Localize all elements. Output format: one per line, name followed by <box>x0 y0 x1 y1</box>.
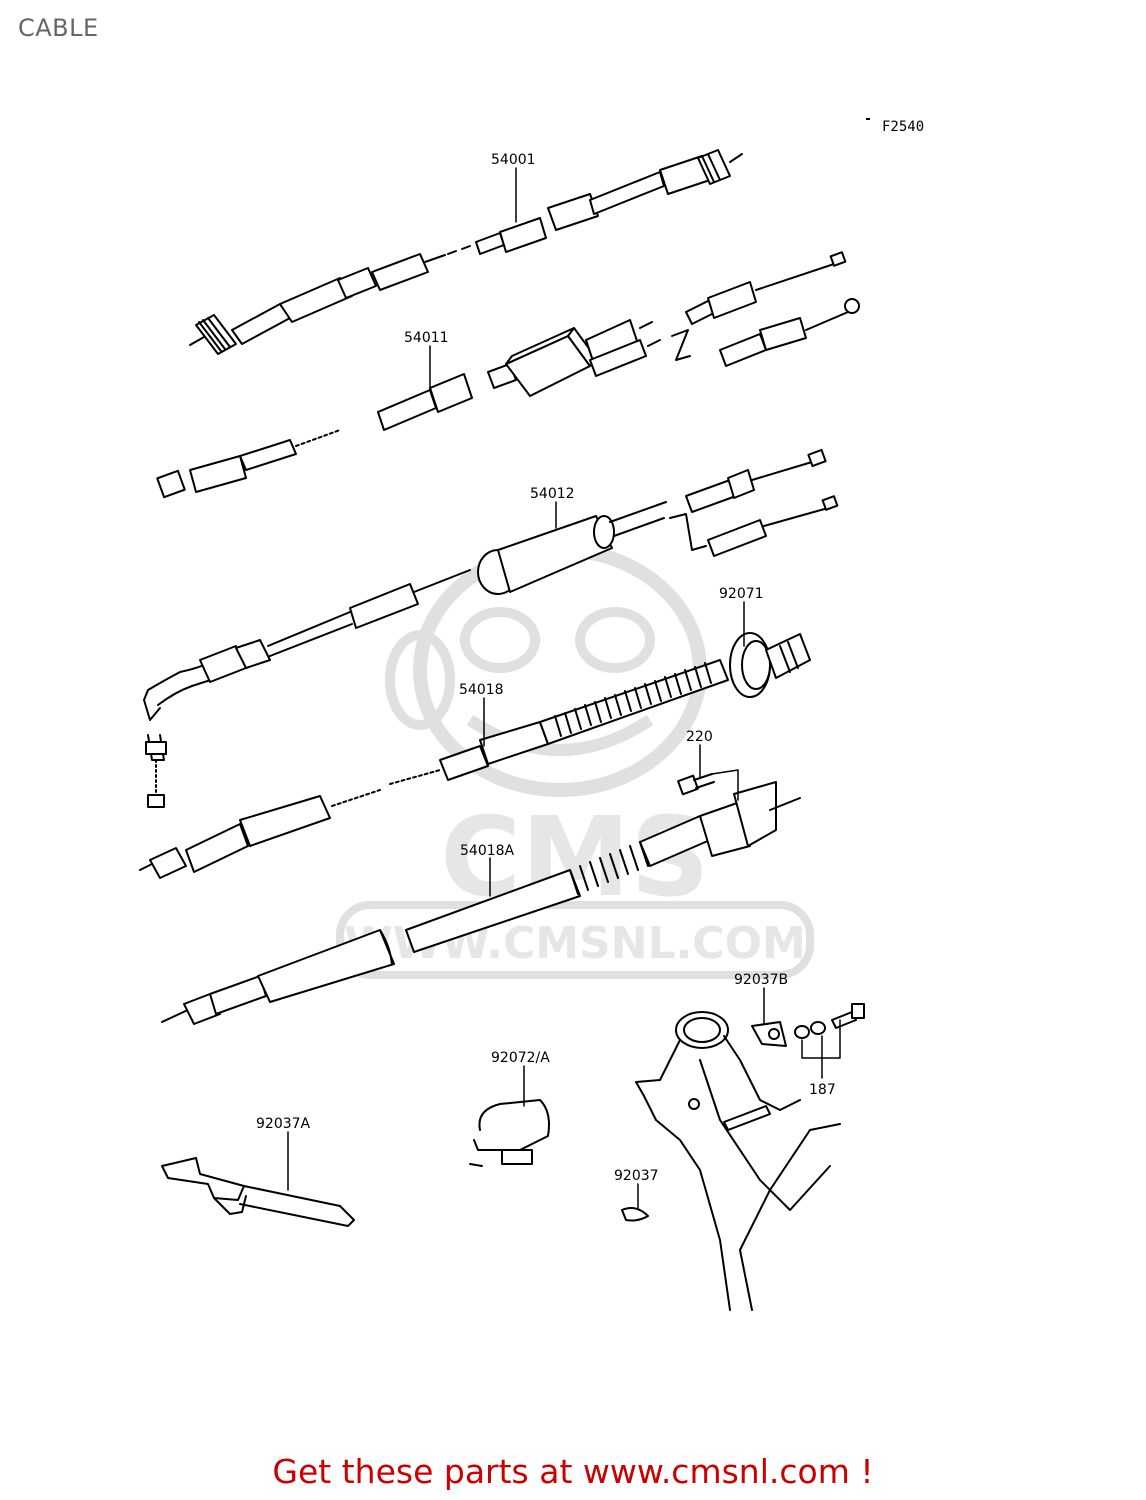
label-92037: 92037 <box>614 1168 659 1184</box>
leader-lines <box>287 167 841 1209</box>
part-187-washer <box>794 1003 865 1039</box>
footer-link[interactable]: Get these parts at www.cmsnl.com ! <box>272 1452 874 1491</box>
part-54018-cable <box>139 659 729 879</box>
label-220: 220 <box>686 729 713 745</box>
label-92071: 92071 <box>719 586 764 602</box>
label-187: 187 <box>809 1082 836 1098</box>
part-54012-cable <box>143 448 839 808</box>
label-92037A: 92037A <box>256 1116 311 1132</box>
watermark: CMS WWW.CMSNL.COM <box>336 543 814 979</box>
label-54018A: 54018A <box>460 843 515 859</box>
parts-diagram: CMS WWW.CMSNL.COM F2540 <box>139 118 924 1311</box>
part-92071-grommet <box>729 632 811 698</box>
page-title: CABLE <box>18 14 99 42</box>
watermark-mascot <box>385 543 707 797</box>
part-220-screw <box>677 773 715 796</box>
label-54001: 54001 <box>491 152 536 168</box>
part-92037-clip <box>621 1207 649 1222</box>
part-54001-cable <box>189 149 743 355</box>
label-54011: 54011 <box>404 330 449 346</box>
part-54018A-cable <box>161 781 801 1025</box>
part-92037B-bracket <box>751 1021 787 1047</box>
frame-headstock <box>635 1011 841 1311</box>
part-92072A-clamp <box>469 1099 550 1167</box>
label-92072A: 92072/A <box>491 1050 550 1066</box>
label-54018: 54018 <box>459 682 504 698</box>
part-92037A-bracket <box>161 1157 355 1227</box>
part-54011-cable <box>156 251 860 499</box>
figure-code: F2540 <box>882 119 924 135</box>
label-92037B: 92037B <box>734 972 788 988</box>
label-54012: 54012 <box>530 486 575 502</box>
